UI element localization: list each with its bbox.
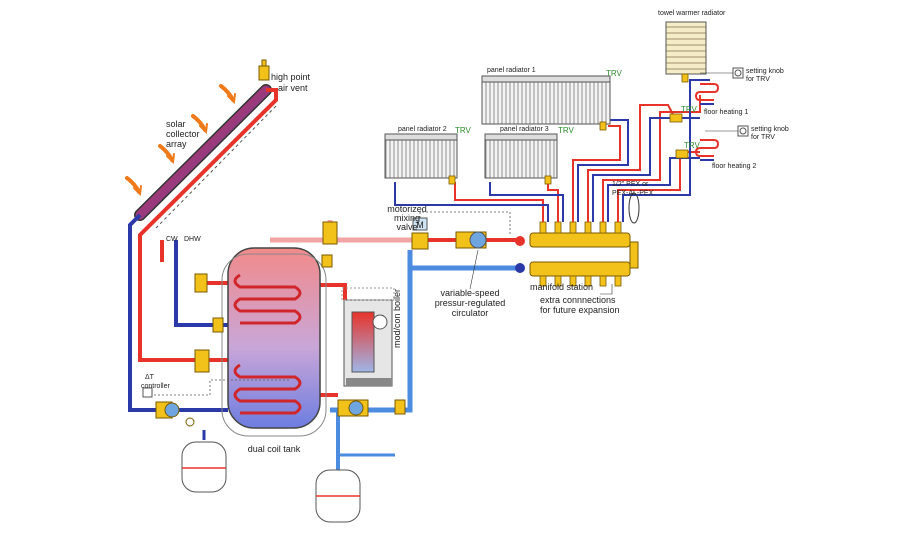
towel-warmer-radiator — [665, 21, 707, 83]
cold-water-label: CW — [166, 236, 178, 243]
circulator-pump — [455, 231, 525, 273]
setting-knob-label: setting knob — [751, 126, 789, 133]
panel-radiator-3 — [484, 133, 558, 185]
dt-controller-label: controller — [141, 383, 170, 390]
setting-knob-label: for TRV — [746, 76, 770, 83]
panel-radiator-1 — [481, 75, 611, 131]
trv-label: TRV — [681, 105, 698, 114]
setting-knob-label: setting knob — [746, 68, 784, 75]
solar-collector-label: solar — [166, 119, 186, 129]
mixing-valve-label: valve — [396, 222, 417, 232]
pex-bundle-marker — [628, 192, 640, 224]
mixing-valve: M — [411, 217, 429, 250]
dt-controller-label: ΔT — [145, 374, 155, 381]
expansion-label: for future expansion — [540, 305, 620, 315]
panel-radiator-2 — [384, 133, 458, 185]
trv-valve — [669, 113, 689, 159]
floor-heating-1-label: floor heating 1 — [704, 109, 748, 116]
dual-coil-tank — [221, 247, 327, 437]
boiler-pump-group — [337, 399, 406, 417]
solar-collector-array — [134, 84, 279, 229]
pex-label: PEX-AL-PEX — [612, 190, 654, 197]
trv-label: TRV — [455, 126, 472, 135]
radiator-3-label: panel radiator 3 — [500, 126, 549, 133]
tank-supply-valve — [321, 221, 338, 268]
expansion-tank — [181, 430, 227, 493]
expansion-tank — [315, 410, 395, 523]
trv-label: TRV — [558, 126, 575, 135]
radiator-2-label: panel radiator 2 — [398, 126, 447, 133]
boiler-supply-pipes — [320, 283, 347, 397]
manifold-station — [529, 221, 639, 287]
domestic-hot-water-label: DHW — [184, 236, 201, 243]
solar-collector-label: collector — [166, 129, 200, 139]
manifold-label: manifold station — [530, 282, 593, 292]
air-vent-label: high point — [271, 72, 311, 82]
pex-label: 1/2" PEX or — [612, 181, 649, 188]
system-return-pipe — [330, 250, 520, 413]
towel-warmer-label: towel warmer radiator — [658, 10, 726, 17]
mod-con-boiler — [341, 287, 395, 387]
tank-label: dual coil tank — [248, 444, 301, 454]
mixing-valve-label: mixing — [394, 213, 420, 223]
mixing-valve-symbol: M — [416, 220, 424, 230]
solar-collector-label: array — [166, 139, 187, 149]
air-vent-label: air vent — [278, 83, 308, 93]
air-vent — [258, 59, 270, 81]
circulator-label: circulator — [452, 308, 489, 318]
radiator-1-label: panel radiator 1 — [487, 67, 536, 74]
dt-controller-box — [142, 387, 153, 398]
circulator-label: variable-speed — [440, 288, 499, 298]
expansion-label: extra connnections — [540, 295, 616, 305]
trv-label: TRV — [606, 69, 623, 78]
control-wiring — [150, 211, 511, 396]
floor-heating-2 — [694, 139, 720, 161]
setting-knob-label: for TRV — [751, 134, 775, 141]
floor-heating-2-label: floor heating 2 — [712, 163, 756, 170]
trv-label: TRV — [684, 141, 701, 150]
mixing-valve-label: motorized — [387, 204, 427, 214]
solar-pump-station — [155, 273, 224, 427]
boiler-label: mod/con boiler — [392, 289, 402, 348]
circulator-label: pressur-regulated — [435, 298, 506, 308]
floor-heating-1 — [694, 83, 720, 105]
sun-arrow-icon — [125, 84, 236, 197]
